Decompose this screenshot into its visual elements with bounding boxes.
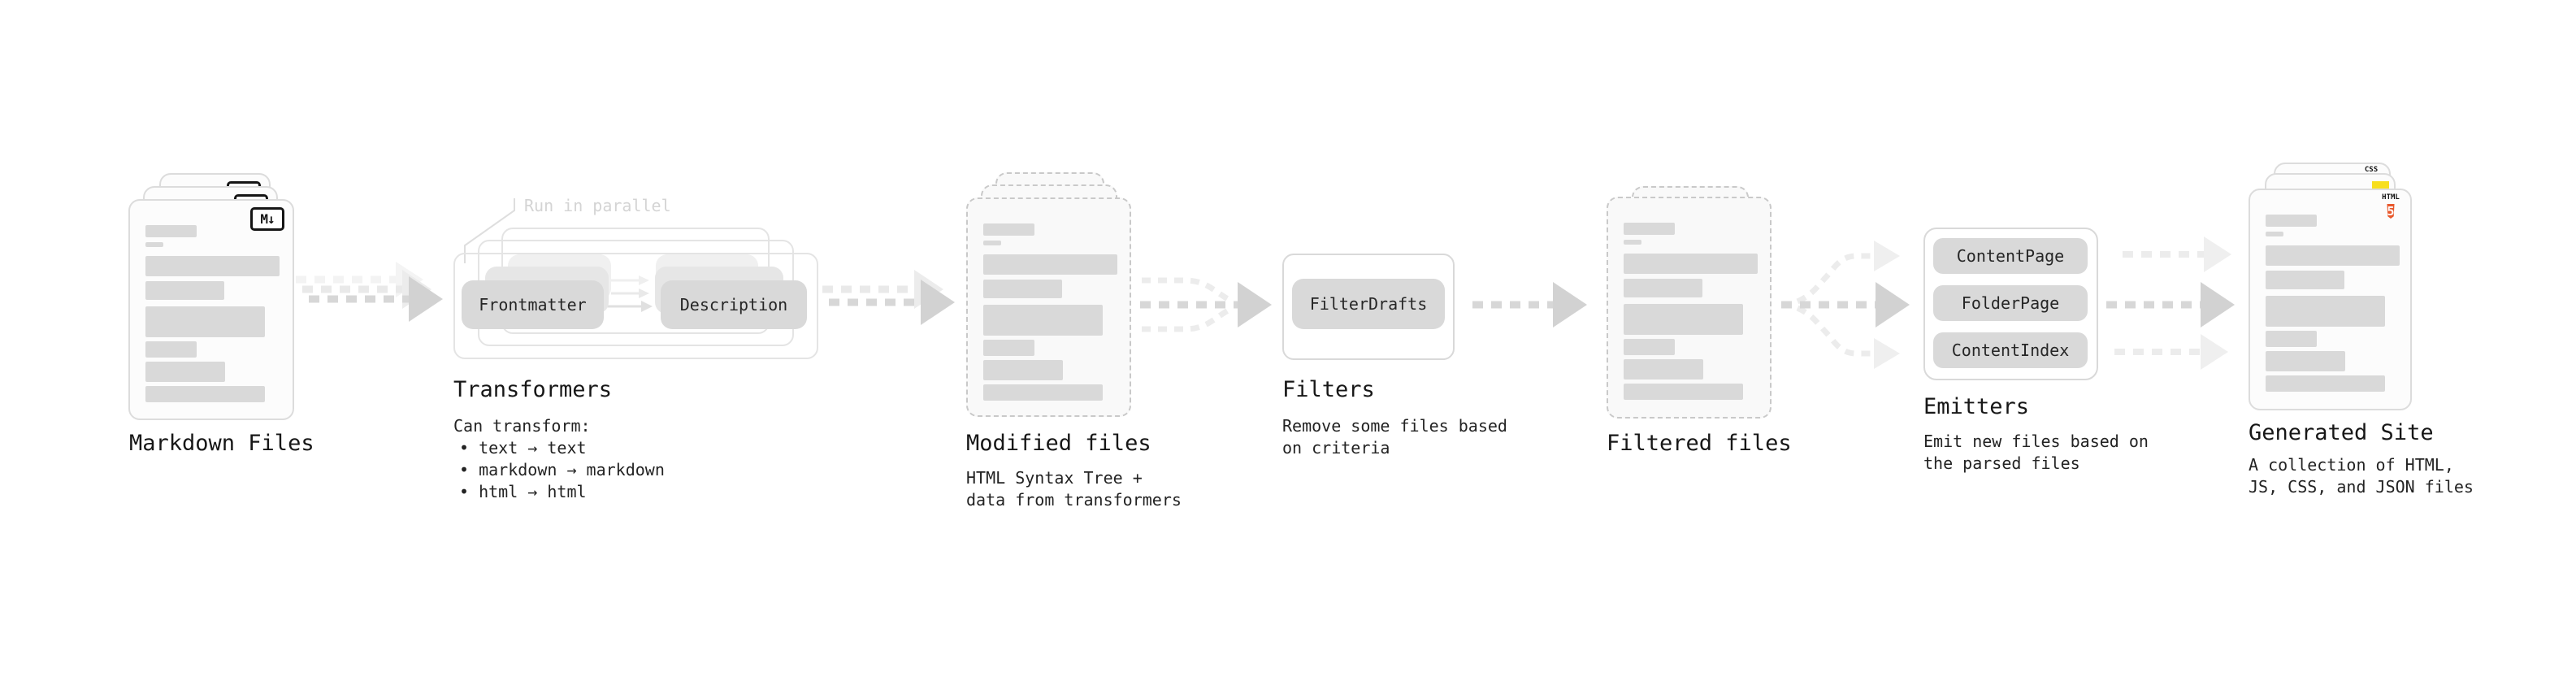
generated-html-file-card: HTML 5 (2249, 189, 2412, 410)
run-in-parallel-note: Run in parallel (524, 196, 671, 215)
markdown-icon: M↓ (250, 207, 284, 231)
skeleton-bar (145, 242, 163, 247)
folderpage-node: FolderPage (1933, 285, 2088, 321)
filterdrafts-node: FilterDrafts (1292, 279, 1445, 329)
html5-icon: HTML 5 (2381, 194, 2400, 221)
filtered-file-card-front (1607, 197, 1772, 419)
skeleton-bar (1624, 384, 1743, 400)
skeleton-bar (983, 241, 1001, 245)
skeleton-bar (2266, 245, 2400, 266)
skeleton-bar (1624, 279, 1702, 297)
skeleton-bar (983, 340, 1034, 356)
skeleton-bar (983, 305, 1103, 336)
transformers-bullet: • html → html (459, 482, 587, 501)
stage-title-markdown-files: Markdown Files (129, 431, 314, 456)
skeleton-bar (1624, 240, 1641, 245)
skeleton-bar (2266, 375, 2385, 392)
arrow-filtered-to-emitters (1781, 241, 1910, 369)
description-node: Description (661, 280, 807, 329)
contentpage-node: ContentPage (1933, 238, 2088, 274)
contentindex-node: ContentIndex (1933, 332, 2088, 368)
skeleton-bar (145, 256, 280, 276)
javascript-icon (2372, 181, 2389, 190)
css-wordmark: CSS (2364, 166, 2379, 174)
skeleton-bar (1624, 339, 1675, 355)
skeleton-bar (2266, 351, 2345, 371)
transformers-description: Can transform: (453, 416, 591, 436)
skeleton-bar (983, 384, 1103, 401)
skeleton-bar (145, 281, 224, 300)
skeleton-bar (145, 386, 265, 402)
stage-title-modified-files: Modified files (966, 431, 1151, 456)
skeleton-bar (1624, 359, 1703, 380)
arrow-filters-to-filtered (1472, 282, 1587, 327)
arrow-markdown-to-transformers (296, 262, 443, 322)
stage-title-transformers: Transformers (453, 377, 613, 402)
skeleton-bar (983, 280, 1062, 298)
skeleton-bar (2266, 271, 2344, 289)
stage-title-filtered-files: Filtered files (1607, 431, 1792, 456)
stage-title-filters: Filters (1282, 377, 1375, 402)
modified-file-card-front (966, 197, 1131, 417)
transformers-bullet: • markdown → markdown (459, 460, 665, 479)
transformer-run-box-front (453, 253, 818, 359)
skeleton-bar (2266, 331, 2317, 347)
frontmatter-node: Frontmatter (462, 280, 604, 329)
skeleton-bar (983, 223, 1034, 236)
transformers-bullet: • text → text (459, 438, 587, 458)
markdown-file-card-front: M↓ (128, 199, 294, 420)
transformer-parallel-arrows (605, 275, 653, 312)
stage-title-generated-site: Generated Site (2249, 420, 2434, 445)
html-wordmark: HTML (2382, 193, 2400, 202)
skeleton-bar (145, 306, 265, 337)
generated-site-description: A collection of HTML, JS, CSS, and JSON … (2249, 455, 2474, 497)
skeleton-bar (983, 360, 1063, 380)
modified-files-description: HTML Syntax Tree + data from transformer… (966, 468, 1182, 510)
skeleton-bar (2266, 232, 2283, 236)
arrow-modified-to-filters (1140, 277, 1272, 332)
emitters-description: Emit new files based on the parsed files (1923, 432, 2149, 473)
skeleton-bar (2266, 296, 2385, 327)
skeleton-bar (1624, 223, 1675, 235)
arrow-emitters-to-generated (2106, 236, 2235, 370)
html5-shield: 5 (2387, 204, 2395, 219)
skeleton-bar (145, 362, 225, 382)
run-in-parallel-connector (464, 198, 515, 263)
skeleton-bar (983, 254, 1117, 275)
skeleton-bar (145, 341, 197, 358)
filters-description: Remove some files based on criteria (1282, 416, 1507, 458)
skeleton-bar (1624, 254, 1758, 274)
skeleton-bar (145, 225, 197, 237)
skeleton-bar (1624, 304, 1743, 335)
arrow-transformers-to-modified (822, 270, 955, 325)
skeleton-bar (2266, 215, 2317, 227)
stage-title-emitters: Emitters (1923, 394, 2030, 419)
